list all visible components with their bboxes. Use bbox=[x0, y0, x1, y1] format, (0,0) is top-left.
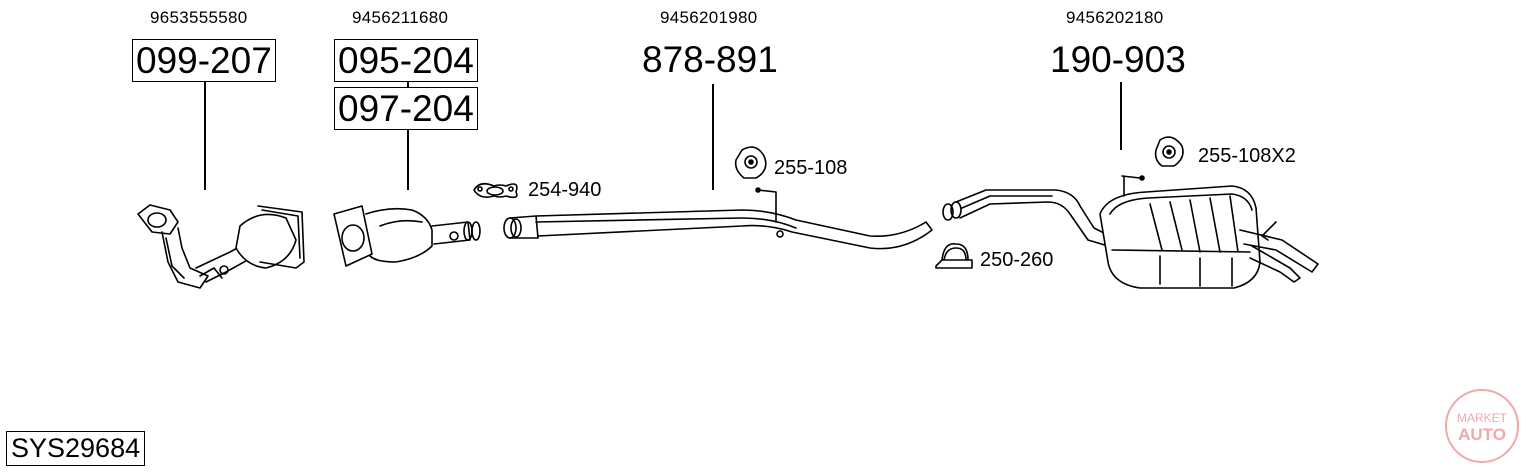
leader-line-mid-pipe bbox=[712, 84, 714, 190]
accessory-code-flange-clamp[interactable]: 254-940 bbox=[528, 179, 602, 201]
flange-clamp-icon bbox=[473, 182, 518, 199]
logo-text-top: MARKET bbox=[1457, 411, 1508, 425]
accessory-code-u-clamp[interactable]: 250-260 bbox=[980, 249, 1054, 271]
u-clamp-icon bbox=[935, 243, 973, 269]
rear-silencer-drawing bbox=[942, 175, 1319, 289]
part-code-manifold[interactable]: 099-207 bbox=[132, 39, 276, 82]
part-code-catalyst-a[interactable]: 095-204 bbox=[334, 39, 478, 82]
part-code-rear-silencer[interactable]: 190-903 bbox=[1050, 39, 1186, 80]
logo-text-bottom: AUTO bbox=[1458, 425, 1506, 444]
leader-line-catalyst-join bbox=[407, 82, 409, 87]
oem-number-manifold: 9653555580 bbox=[150, 8, 248, 27]
rubber-hanger-icon-rear bbox=[1154, 136, 1184, 167]
part-code-catalyst-b[interactable]: 097-204 bbox=[334, 87, 478, 130]
oem-number-rear-silencer: 9456202180 bbox=[1066, 8, 1164, 27]
market-auto-logo: MARKET AUTO bbox=[1445, 389, 1519, 463]
exhaust-manifold-drawing bbox=[137, 204, 305, 289]
system-code-label: SYS29684 bbox=[6, 431, 146, 466]
catalytic-converter-drawing bbox=[333, 205, 481, 267]
part-code-mid-pipe[interactable]: 878-891 bbox=[642, 39, 778, 80]
leader-line-catalyst bbox=[407, 130, 409, 190]
oem-number-mid-pipe: 9456201980 bbox=[660, 8, 758, 27]
accessory-code-hanger-rear[interactable]: 255-108X2 bbox=[1198, 145, 1296, 167]
leader-line-manifold bbox=[204, 82, 206, 190]
rubber-hanger-icon-mid bbox=[734, 146, 767, 179]
intermediate-pipe-drawing bbox=[503, 187, 933, 250]
accessory-code-hanger-mid[interactable]: 255-108 bbox=[774, 157, 848, 179]
oem-number-catalyst: 9456211680 bbox=[352, 8, 449, 27]
leader-line-rear-silencer bbox=[1120, 82, 1122, 150]
